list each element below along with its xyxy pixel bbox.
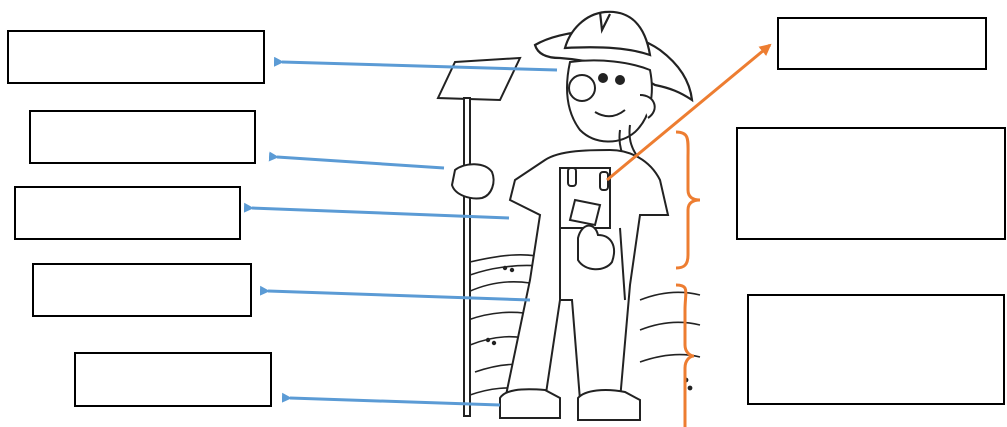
arrow-to-leg-box: [268, 291, 530, 300]
upper-body-brace: [676, 132, 700, 268]
lower-body-brace: [676, 285, 694, 427]
boots: [500, 389, 640, 420]
blue-arrows: [252, 62, 557, 405]
arrow-to-hand-box: [277, 157, 444, 168]
orange-braces: [676, 132, 700, 427]
hoe: [438, 58, 520, 416]
overalls: [505, 150, 668, 400]
left-hand: [452, 164, 494, 198]
